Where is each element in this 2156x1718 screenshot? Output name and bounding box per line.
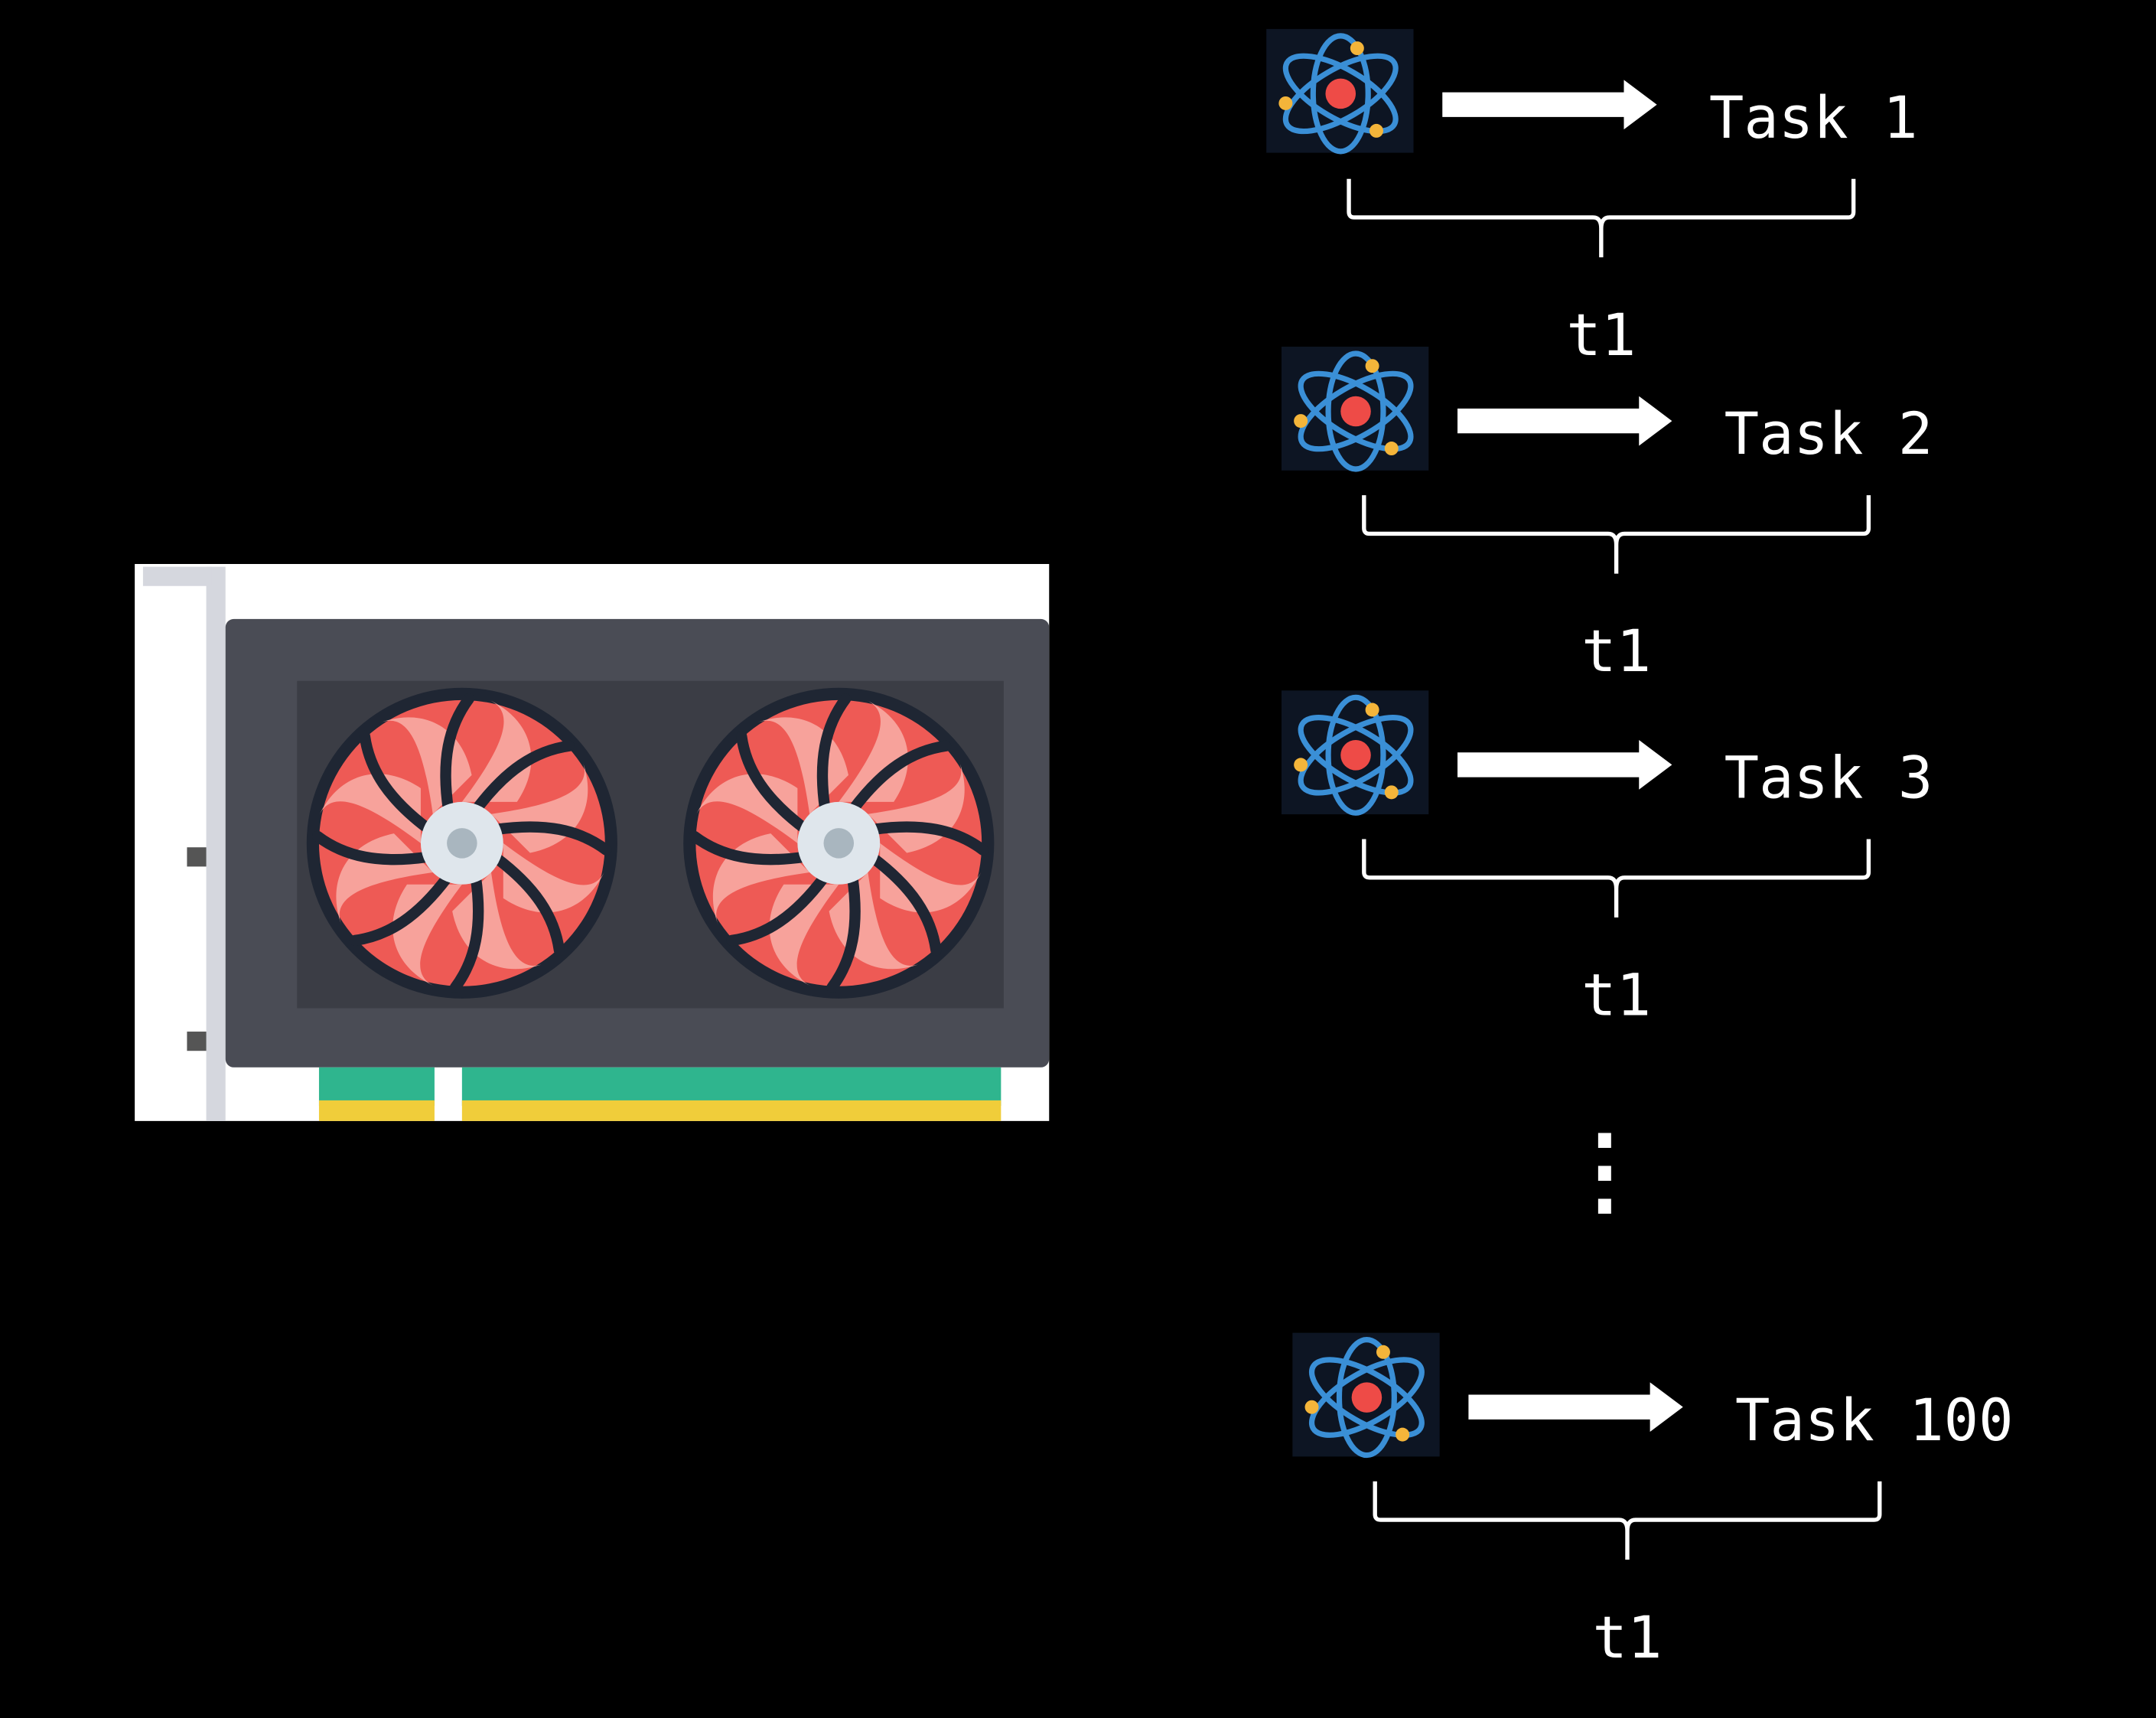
task-row: Task 100 t1 xyxy=(1292,1333,2014,1671)
task-label: Task 1 xyxy=(1709,84,1918,152)
ellipsis: ⋮ xyxy=(1556,1114,1653,1227)
right-arrow-icon xyxy=(1442,80,1657,130)
brace-icon xyxy=(1362,495,1871,574)
task-label: Task 2 xyxy=(1724,400,1933,468)
brace-icon xyxy=(1373,1481,1882,1560)
atom-icon xyxy=(1266,29,1413,153)
atom-icon xyxy=(1282,690,1428,814)
duration-label: t1 xyxy=(1581,961,1651,1029)
task-label: Task 100 xyxy=(1735,1387,2014,1454)
duration-label: t1 xyxy=(1593,1604,1663,1671)
task-row: Task 1 t1 xyxy=(1266,29,1918,369)
right-arrow-icon xyxy=(1468,1382,1683,1433)
brace-icon xyxy=(1347,178,1856,258)
gpu-card-icon xyxy=(135,564,1050,1121)
fan-icon xyxy=(307,688,617,999)
task-row: Task 3 t1 xyxy=(1282,690,1933,1029)
atom-icon xyxy=(1282,347,1428,471)
right-arrow-icon xyxy=(1457,396,1672,446)
fan-icon xyxy=(683,688,994,999)
task-label: Task 3 xyxy=(1724,745,1933,812)
duration-label: t1 xyxy=(1581,618,1651,685)
right-arrow-icon xyxy=(1457,740,1672,790)
atom-icon xyxy=(1292,1333,1439,1457)
task-row: Task 2 t1 xyxy=(1282,347,1933,685)
brace-icon xyxy=(1362,839,1871,918)
duration-label: t1 xyxy=(1566,302,1636,369)
